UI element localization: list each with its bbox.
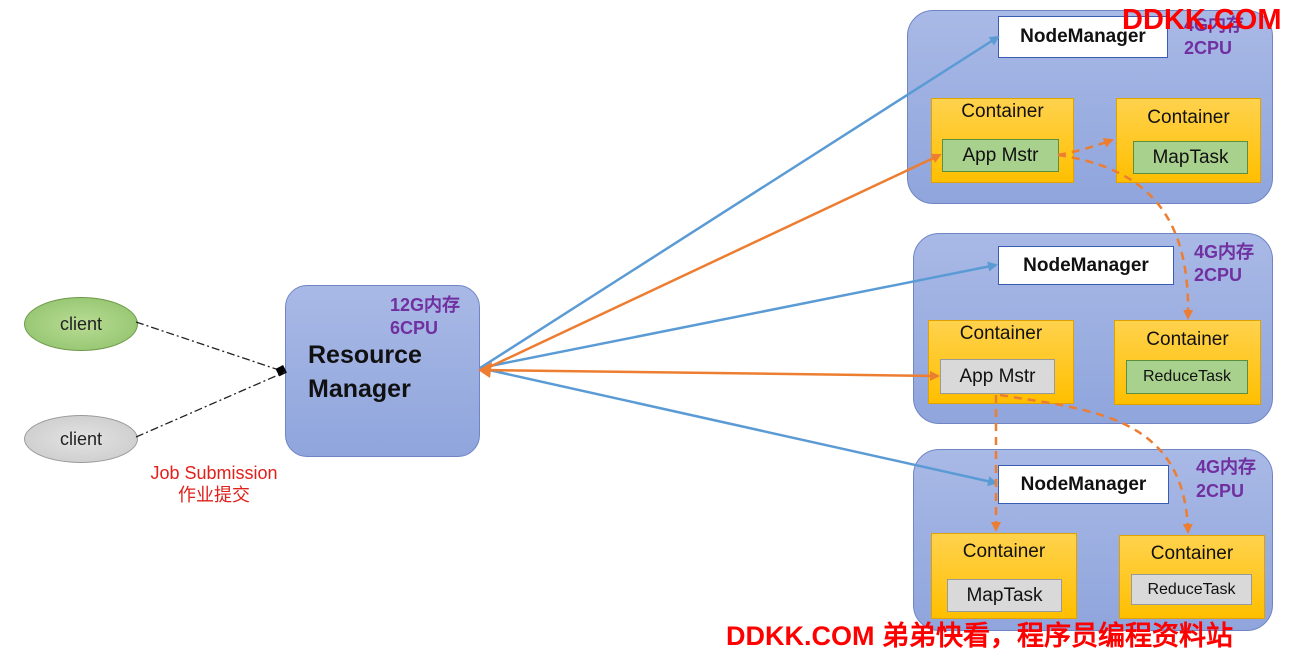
client2-submit-line (135, 371, 286, 438)
node1-cpu-spec: 2CPU (1184, 38, 1233, 58)
container-3-left: Container MapTask (931, 533, 1077, 619)
container-label: Container (1150, 543, 1234, 564)
rm-to-nm2-arrow (479, 261, 998, 370)
node1-memory-spec: 4G内存 (1184, 15, 1245, 35)
appmstr-to-rm-arrowhead (478, 362, 492, 378)
map-task: MapTask (947, 579, 1062, 612)
container-1-left: Container App Mstr (931, 98, 1074, 183)
am1-to-reducetask-dash (1057, 153, 1194, 320)
container-label: Container (1146, 329, 1229, 350)
node-manager-2: NodeManager (998, 246, 1174, 285)
container-label: Container (1147, 107, 1230, 128)
resource-manager-box (285, 285, 480, 457)
rm-to-nm1-arrow (479, 35, 1000, 370)
watermark-bottom: DDKK.COM 弟弟快看，程序员编程资料站 (726, 621, 1233, 651)
node-manager-3: NodeManager (998, 465, 1169, 504)
app-master-task: App Mstr (940, 359, 1055, 394)
rm-to-appmstr1-arrow (482, 153, 942, 372)
reduce-task: ReduceTask (1131, 574, 1252, 605)
container-2-right: Container ReduceTask (1114, 320, 1261, 405)
am2-to-reducetask-dash (999, 393, 1193, 534)
container-2-left: Container App Mstr (928, 320, 1074, 404)
rm-title-line2: Manager (308, 375, 411, 403)
client-label: client (59, 313, 103, 334)
reduce-task: ReduceTask (1126, 360, 1248, 394)
client-node-2: client (24, 415, 138, 463)
container-3-right: Container ReduceTask (1119, 535, 1265, 619)
client-label: client (59, 428, 103, 449)
container-label: Container (962, 541, 1046, 562)
node2-cpu-spec: 2CPU (1194, 265, 1243, 285)
node2-memory-spec: 4G内存 (1194, 242, 1255, 262)
rm-memory-spec: 12G内存 (390, 295, 461, 315)
container-label: Container (961, 101, 1044, 122)
am1-to-maptask-dash (1057, 138, 1114, 157)
node3-memory-spec: 4G内存 (1196, 457, 1257, 477)
rm-cpu-spec: 6CPU (390, 318, 439, 338)
client-node-1: client (24, 297, 138, 351)
job-submission-label: Job Submission 作业提交 (150, 463, 278, 505)
rm-title-line1: Resource (308, 341, 422, 369)
node3-cpu-spec: 2CPU (1196, 481, 1245, 501)
client1-submit-line (135, 321, 287, 377)
rm-to-nm3-arrow (479, 366, 998, 487)
rm-to-appmstr2-arrow (483, 368, 940, 381)
node-manager-1: NodeManager (998, 16, 1168, 58)
app-master-task: App Mstr (942, 139, 1059, 172)
map-task: MapTask (1133, 141, 1248, 174)
container-label: Container (959, 323, 1043, 344)
container-1-right: Container MapTask (1116, 98, 1261, 183)
watermark-top: DDKK.COM (1122, 4, 1282, 36)
